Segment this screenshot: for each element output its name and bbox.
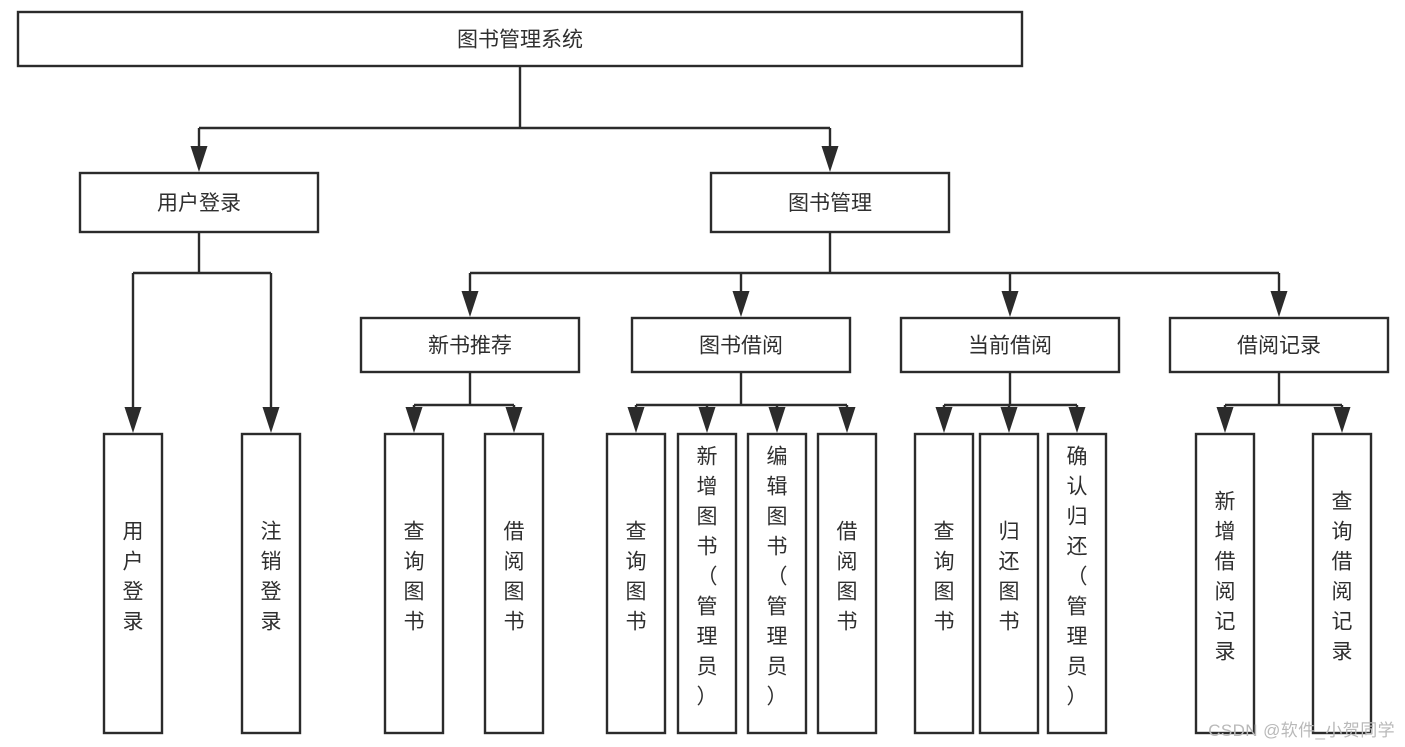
node-label: 归还图书: [999, 521, 1020, 634]
node-box: [483, 432, 545, 735]
node-box: [383, 432, 445, 735]
node-leaf-borrow-book-2[interactable]: 借阅图书: [816, 432, 878, 735]
node-label: 新增图书（管理员）: [697, 446, 718, 709]
node-box: [102, 432, 164, 735]
node-label: 查询借阅记录: [1332, 491, 1353, 664]
node-box: [676, 432, 738, 735]
node-label: 确认归还（管理员）: [1067, 446, 1088, 709]
node-label: 借阅记录: [1237, 335, 1321, 358]
node-leaf-add-book[interactable]: 新增图书（管理员）: [676, 432, 738, 735]
node-new-book-rec[interactable]: 新书推荐: [359, 316, 581, 374]
node-leaf-logout[interactable]: 注销登录: [240, 432, 302, 735]
node-box: [1168, 316, 1390, 374]
node-label: 图书管理: [788, 192, 872, 215]
arrow-head-icon: [1001, 291, 1019, 317]
arrow-head-icon: [1216, 407, 1234, 433]
node-leaf-borrow-book-1[interactable]: 借阅图书: [483, 432, 545, 735]
node-leaf-return-book[interactable]: 归还图书: [978, 432, 1040, 735]
arrow-head-icon: [1333, 407, 1351, 433]
node-leaf-query-book-2[interactable]: 查询图书: [605, 432, 667, 735]
node-label: 查询图书: [934, 521, 955, 634]
node-label: 查询图书: [404, 521, 425, 634]
node-box: [978, 432, 1040, 735]
node-label: 图书管理系统: [457, 29, 583, 52]
node-current-borrow[interactable]: 当前借阅: [899, 316, 1121, 374]
arrow-head-icon: [505, 407, 523, 433]
node-box: [816, 432, 878, 735]
arrow-head-icon: [935, 407, 953, 433]
node-label: 用户登录: [157, 192, 241, 215]
node-leaf-add-record[interactable]: 新增借阅记录: [1194, 432, 1256, 735]
arrow-head-icon: [821, 146, 839, 172]
node-book-manage[interactable]: 图书管理: [709, 171, 951, 234]
node-label: 当前借阅: [968, 335, 1052, 358]
arrow-head-icon: [405, 407, 423, 433]
node-box: [359, 316, 581, 374]
node-leaf-confirm-return[interactable]: 确认归还（管理员）: [1046, 432, 1108, 735]
arrow-head-icon: [461, 291, 479, 317]
node-label: 新增借阅记录: [1215, 491, 1236, 664]
node-layer: 图书管理系统用户登录图书管理新书推荐图书借阅当前借阅借阅记录用户登录注销登录查询…: [16, 10, 1390, 735]
node-label: 图书借阅: [699, 335, 783, 358]
node-box: [913, 432, 975, 735]
node-label: 新书推荐: [428, 335, 512, 358]
arrow-head-icon: [627, 407, 645, 433]
node-box: [899, 316, 1121, 374]
node-box: [1046, 432, 1108, 735]
arrow-head-icon: [768, 407, 786, 433]
node-leaf-query-record[interactable]: 查询借阅记录: [1311, 432, 1373, 735]
arrow-head-icon: [732, 291, 750, 317]
node-borrow-record[interactable]: 借阅记录: [1168, 316, 1390, 374]
node-label: 借阅图书: [837, 521, 858, 634]
node-root[interactable]: 图书管理系统: [16, 10, 1024, 68]
connector-layer: [124, 66, 1351, 433]
watermark-label: CSDN @软件_小贺同学: [1208, 721, 1395, 740]
node-box: [746, 432, 808, 735]
arrow-head-icon: [1270, 291, 1288, 317]
arrow-head-icon: [1000, 407, 1018, 433]
node-box: [78, 171, 320, 234]
arrow-head-icon: [698, 407, 716, 433]
node-leaf-user-login[interactable]: 用户登录: [102, 432, 164, 735]
arrow-head-icon: [262, 407, 280, 433]
arrow-head-icon: [124, 407, 142, 433]
node-box: [240, 432, 302, 735]
arrow-head-icon: [838, 407, 856, 433]
node-leaf-query-book-1[interactable]: 查询图书: [383, 432, 445, 735]
arrow-head-icon: [190, 146, 208, 172]
arrow-head-icon: [1068, 407, 1086, 433]
node-box: [605, 432, 667, 735]
node-box: [16, 10, 1024, 68]
node-book-borrow[interactable]: 图书借阅: [630, 316, 852, 374]
node-box: [630, 316, 852, 374]
node-label: 编辑图书（管理员）: [767, 446, 788, 709]
node-label: 查询图书: [626, 521, 647, 634]
node-label: 借阅图书: [504, 521, 525, 634]
node-box: [1311, 432, 1373, 735]
node-label: 注销登录: [261, 521, 282, 634]
node-box: [709, 171, 951, 234]
node-label: 用户登录: [123, 521, 144, 634]
node-leaf-edit-book[interactable]: 编辑图书（管理员）: [746, 432, 808, 735]
node-user-login[interactable]: 用户登录: [78, 171, 320, 234]
node-box: [1194, 432, 1256, 735]
node-leaf-query-book-3[interactable]: 查询图书: [913, 432, 975, 735]
